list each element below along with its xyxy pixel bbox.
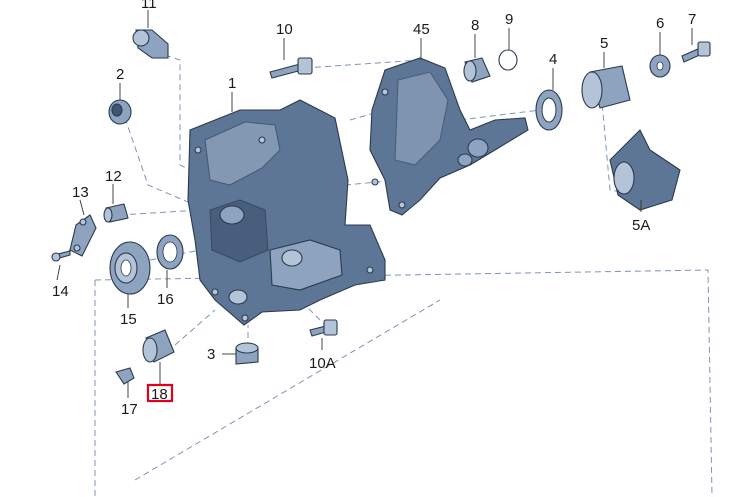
callout-10: 10 <box>276 21 293 38</box>
callout-8: 8 <box>471 17 479 34</box>
part-11-plug <box>132 29 169 59</box>
part-45-cover <box>369 57 529 216</box>
callout-18: 18 <box>151 386 168 403</box>
dashed-frame-diagonal <box>134 299 441 481</box>
part-10-bolt <box>269 57 313 79</box>
part-16-seal <box>156 234 184 270</box>
highlighted-callout-18[interactable]: 18 <box>146 383 174 403</box>
part-10a-bolt <box>309 319 338 337</box>
callout-5: 5 <box>600 35 608 52</box>
part-17-clip <box>115 367 135 385</box>
callout-16: 16 <box>157 291 174 308</box>
leader-lines <box>56 10 693 398</box>
callout-3: 3 <box>207 346 215 363</box>
part-15-bearing <box>109 241 151 295</box>
callout-45: 45 <box>413 21 430 38</box>
callout-7: 7 <box>688 11 696 28</box>
callout-17: 17 <box>121 401 138 418</box>
part-13-bracket <box>69 214 97 257</box>
callout-13: 13 <box>72 184 89 201</box>
callout-4: 4 <box>549 51 557 68</box>
callout-10a: 10A <box>309 355 336 372</box>
part-9-ring <box>498 49 518 71</box>
callout-12: 12 <box>105 168 122 185</box>
dashed-line-2 <box>124 117 196 206</box>
dashed-line-18 <box>174 309 216 346</box>
part-4-seal <box>535 89 563 131</box>
callout-1: 1 <box>228 75 236 92</box>
callout-15: 15 <box>120 311 137 328</box>
part-1-housing <box>187 99 386 326</box>
part-5a-flange <box>609 129 681 211</box>
part-7-bolt <box>681 41 711 63</box>
highlight-box <box>146 383 174 403</box>
callout-labels: 11 10 45 8 9 6 7 2 1 4 5 13 12 5A 14 16 … <box>52 0 696 418</box>
part-14-screw <box>51 250 71 262</box>
callout-5a: 5A <box>632 217 650 234</box>
callout-2: 2 <box>116 66 124 83</box>
callout-6: 6 <box>656 15 664 32</box>
dashed-frame-right <box>94 269 713 497</box>
part-8-bushing <box>463 57 491 83</box>
dashed-line-12 <box>119 209 201 216</box>
part-5-sleeve <box>581 65 631 109</box>
part-12-bushing <box>103 203 129 223</box>
part-18-needle-bearing <box>142 329 175 363</box>
callout-9: 9 <box>505 11 513 28</box>
callout-11: 11 <box>141 0 157 12</box>
part-6-washer <box>649 54 671 78</box>
part-2-cap <box>108 99 132 125</box>
dashed-line-45 <box>459 109 541 121</box>
callout-14: 14 <box>52 283 69 300</box>
part-3-plug <box>235 342 259 365</box>
